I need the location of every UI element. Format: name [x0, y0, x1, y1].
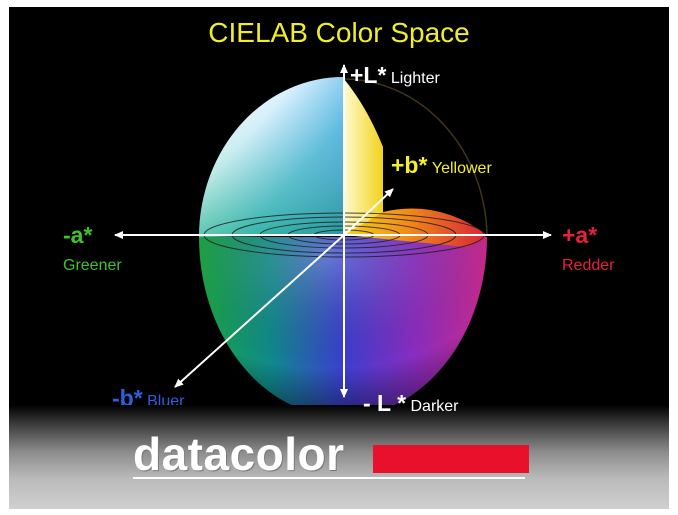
minus-L-label: - L * Darker: [363, 390, 459, 417]
minus-b-axis: [174, 234, 345, 388]
plus-b-axis: [343, 188, 394, 236]
plus-a-symbol: +a*: [562, 222, 598, 248]
plus-L-label: +L* Lighter: [350, 62, 440, 89]
datacolor-logo: datacolor: [133, 428, 345, 480]
plus-b-label: +b* Yellower: [391, 152, 492, 179]
logo-underline: [133, 477, 525, 479]
yellow-cut-face: [344, 79, 383, 235]
plus-b-text: Yellower: [431, 160, 492, 177]
minus-a-symbol: -a*: [63, 222, 93, 248]
plus-L-symbol: +L*: [350, 62, 387, 88]
minus-L-text: Darker: [410, 398, 459, 415]
plus-b-symbol: +b*: [391, 152, 428, 178]
slide: CIELAB Color Space +L* Lighter +b* Yello…: [9, 7, 669, 509]
logo-red-bar: [373, 445, 529, 473]
plus-L-text: Lighter: [390, 70, 440, 87]
minus-L-symbol: - L *: [363, 390, 407, 416]
footer-band: [9, 405, 669, 509]
minus-a-text: Greener: [63, 257, 122, 274]
diagram-title: CIELAB Color Space: [208, 17, 470, 48]
plus-a-text: Redder: [562, 257, 615, 274]
color-sphere-diagram: [114, 64, 552, 417]
